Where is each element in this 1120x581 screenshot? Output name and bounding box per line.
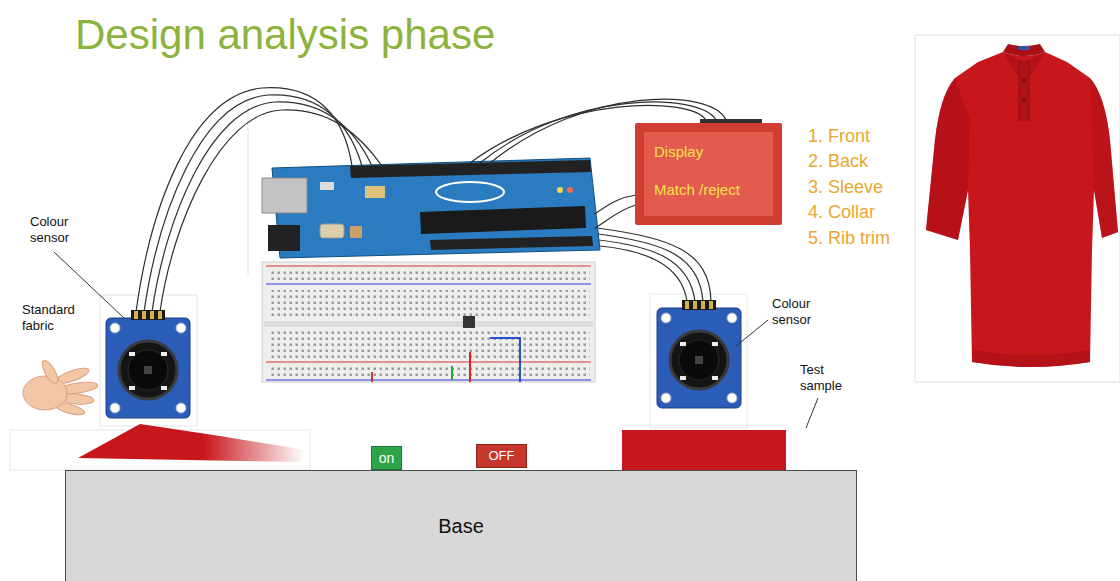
polo-shirt <box>1022 78 1026 82</box>
display-module: DisplayMatch /reject <box>635 123 782 225</box>
part-list-item: 3. Sleeve <box>808 177 883 199</box>
arduino-board <box>365 186 385 198</box>
sensor-label: Colour sensor <box>772 296 826 327</box>
display-status: Match /reject <box>654 181 740 198</box>
breadboard <box>262 262 595 382</box>
wires <box>160 110 382 312</box>
frame-lines <box>915 35 1120 382</box>
arduino-board <box>272 158 600 258</box>
polo-shirt <box>972 350 1090 367</box>
wires <box>144 95 362 312</box>
breadboard <box>264 321 593 327</box>
base-plate: Base <box>65 470 857 581</box>
leader-lines <box>736 320 768 346</box>
polo-shirt <box>1018 46 1030 50</box>
button-text: OFF <box>489 449 515 464</box>
standard-fabric <box>78 424 305 462</box>
frame-lines <box>10 35 1120 470</box>
breadboard <box>268 364 590 378</box>
arduino-board <box>320 182 334 190</box>
part-list-item: 1. Front <box>808 126 870 148</box>
sensor-label: Colour sensor <box>30 214 84 245</box>
polo-shirt <box>1022 98 1026 102</box>
arduino-board <box>262 158 600 258</box>
breadboard <box>490 338 520 382</box>
arduino-board <box>420 206 586 234</box>
breadboard <box>266 266 591 267</box>
arduino-board <box>430 236 593 250</box>
colour-sensor-right <box>657 300 741 408</box>
colour-sensor-left <box>106 310 190 418</box>
wires <box>152 102 372 312</box>
arduino-board <box>320 224 344 238</box>
sample-label: Test sample <box>800 362 858 393</box>
polo-shirt <box>926 78 970 240</box>
breadboard <box>266 284 591 285</box>
hand <box>23 376 67 410</box>
breadboard <box>262 262 595 382</box>
leader-lines <box>806 398 818 428</box>
wires <box>598 234 703 302</box>
breadboard <box>463 316 475 328</box>
arduino-board <box>557 187 563 193</box>
wires <box>597 228 711 302</box>
hand <box>23 358 99 417</box>
part-list-item: 2. Back <box>808 151 868 173</box>
polo-shirt <box>926 44 1118 367</box>
arduino-board <box>262 178 307 213</box>
wires <box>594 195 636 214</box>
on-button: on <box>371 446 402 470</box>
breadboard <box>268 268 590 282</box>
colour-sensor-left <box>106 310 190 418</box>
test-sample-block <box>622 430 786 470</box>
arduino-board <box>268 225 300 251</box>
off-button: OFF <box>476 444 527 468</box>
button-text: on <box>379 450 395 466</box>
frame-lines <box>650 294 747 428</box>
base-text: Base <box>438 515 484 538</box>
slide-title: Design analysis phase <box>75 10 495 60</box>
part-list-item: 5. Rib trim <box>808 228 890 250</box>
polo-shirt <box>1090 78 1118 238</box>
arduino-board <box>567 187 573 193</box>
arduino-board <box>436 182 504 202</box>
breadboard <box>268 330 590 358</box>
breadboard <box>469 352 471 382</box>
colour-sensor-right <box>657 300 741 408</box>
standard-fabric <box>78 424 305 462</box>
breadboard <box>371 372 373 382</box>
wires <box>595 205 636 228</box>
breadboard <box>268 290 590 318</box>
arduino-board <box>350 226 362 238</box>
hand <box>39 358 61 386</box>
frame-lines <box>100 295 197 426</box>
part-list-item: 4. Collar <box>808 202 875 224</box>
display-heading: Display <box>654 143 703 160</box>
breadboard <box>266 380 591 381</box>
fabric-label: Standard fabric <box>22 302 90 333</box>
wires <box>136 88 352 312</box>
breadboard <box>266 362 591 363</box>
breadboard <box>451 366 453 380</box>
polo-shirt <box>926 52 1118 367</box>
test-sample-block <box>622 430 786 470</box>
polo-shirt <box>1019 62 1029 120</box>
leader-lines <box>54 252 818 428</box>
polo-shirt <box>1003 44 1045 56</box>
